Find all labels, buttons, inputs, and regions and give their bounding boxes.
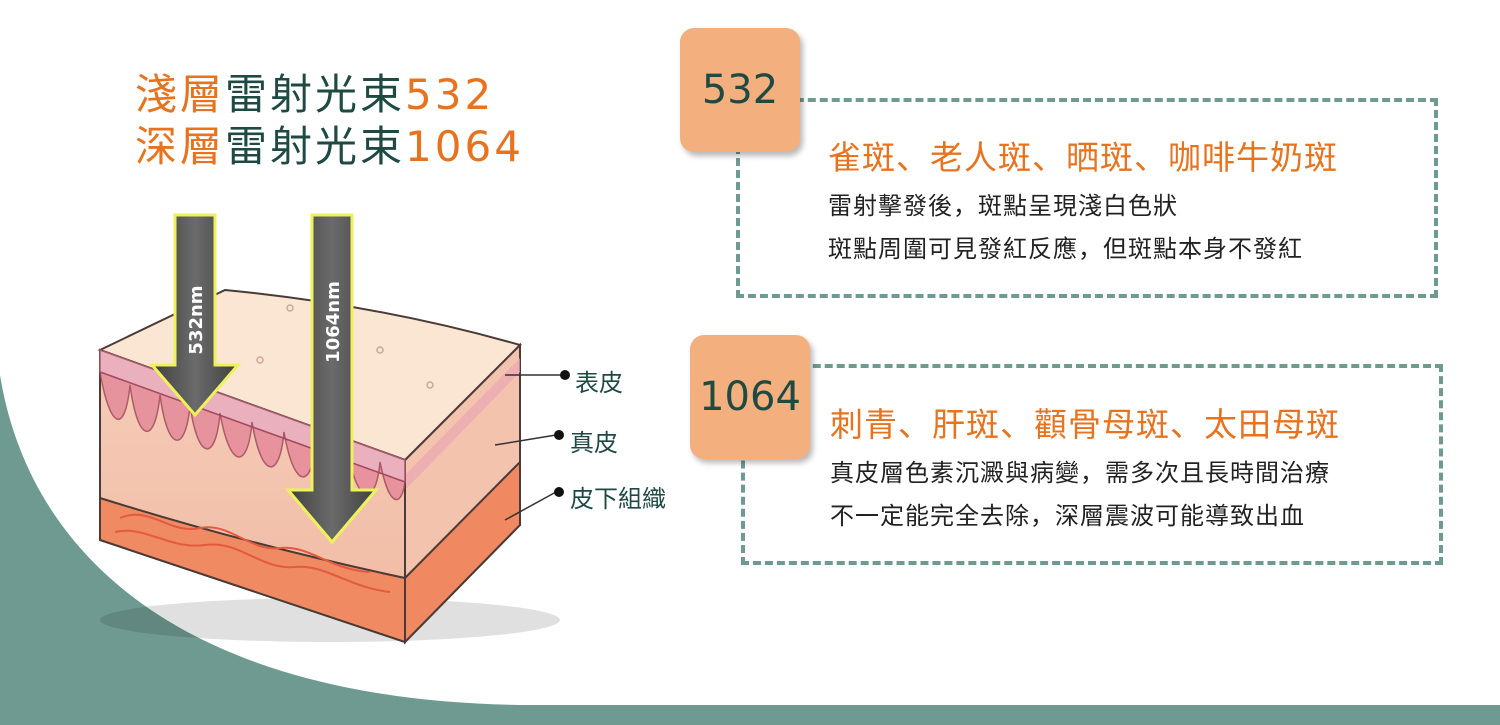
title-line-2-wavelength: 1064 [405, 122, 524, 171]
layer-pointers [494, 370, 570, 521]
card-1064-line-2: 不一定能完全去除，深層震波可能導致出血 [830, 502, 1305, 530]
card-1064-line-1: 真皮層色素沉澱與病變，需多次且長時間治療 [830, 459, 1330, 487]
layer-label-epidermis: 表皮 [575, 369, 623, 397]
card-532-line-2: 斑點周圍可見發紅反應，但斑點本身不發紅 [828, 235, 1303, 263]
beam-arrow-1064nm: 1064nm [284, 213, 380, 545]
beam-label-1064nm: 1064nm [323, 281, 344, 363]
info-card-532 [736, 98, 1438, 298]
title-line-1-beam: 雷射光束 [225, 70, 406, 119]
info-card-1064 [741, 364, 1443, 565]
title-line-1-wavelength: 532 [405, 70, 495, 119]
card-1064-title: 刺青、肝斑、顴骨母斑、太田母斑 [830, 405, 1340, 444]
title-line-2-deep: 深層 [135, 122, 226, 171]
beam-arrow-532nm: 532nm [148, 213, 242, 418]
title-line-1-shallow: 淺層 [135, 70, 226, 119]
title-line-2-beam: 雷射光束 [225, 122, 406, 171]
skin-cross-section-illustration: 532nm 1064nm [97, 213, 570, 645]
badge-1064: 1064 [690, 335, 810, 459]
badge-532: 532 [680, 28, 800, 152]
card-532-line-1: 雷射擊發後，斑點呈現淺白色狀 [828, 192, 1178, 220]
card-532-title: 雀斑、老人斑、晒斑、咖啡牛奶斑 [828, 138, 1338, 177]
title-line-2: 深層雷射光束1064 [135, 122, 524, 172]
layer-label-subcutaneous: 皮下組織 [570, 485, 666, 513]
title-line-1: 淺層雷射光束532 [135, 70, 494, 120]
beam-label-532nm: 532nm [186, 285, 207, 354]
layer-label-dermis: 真皮 [570, 429, 618, 457]
